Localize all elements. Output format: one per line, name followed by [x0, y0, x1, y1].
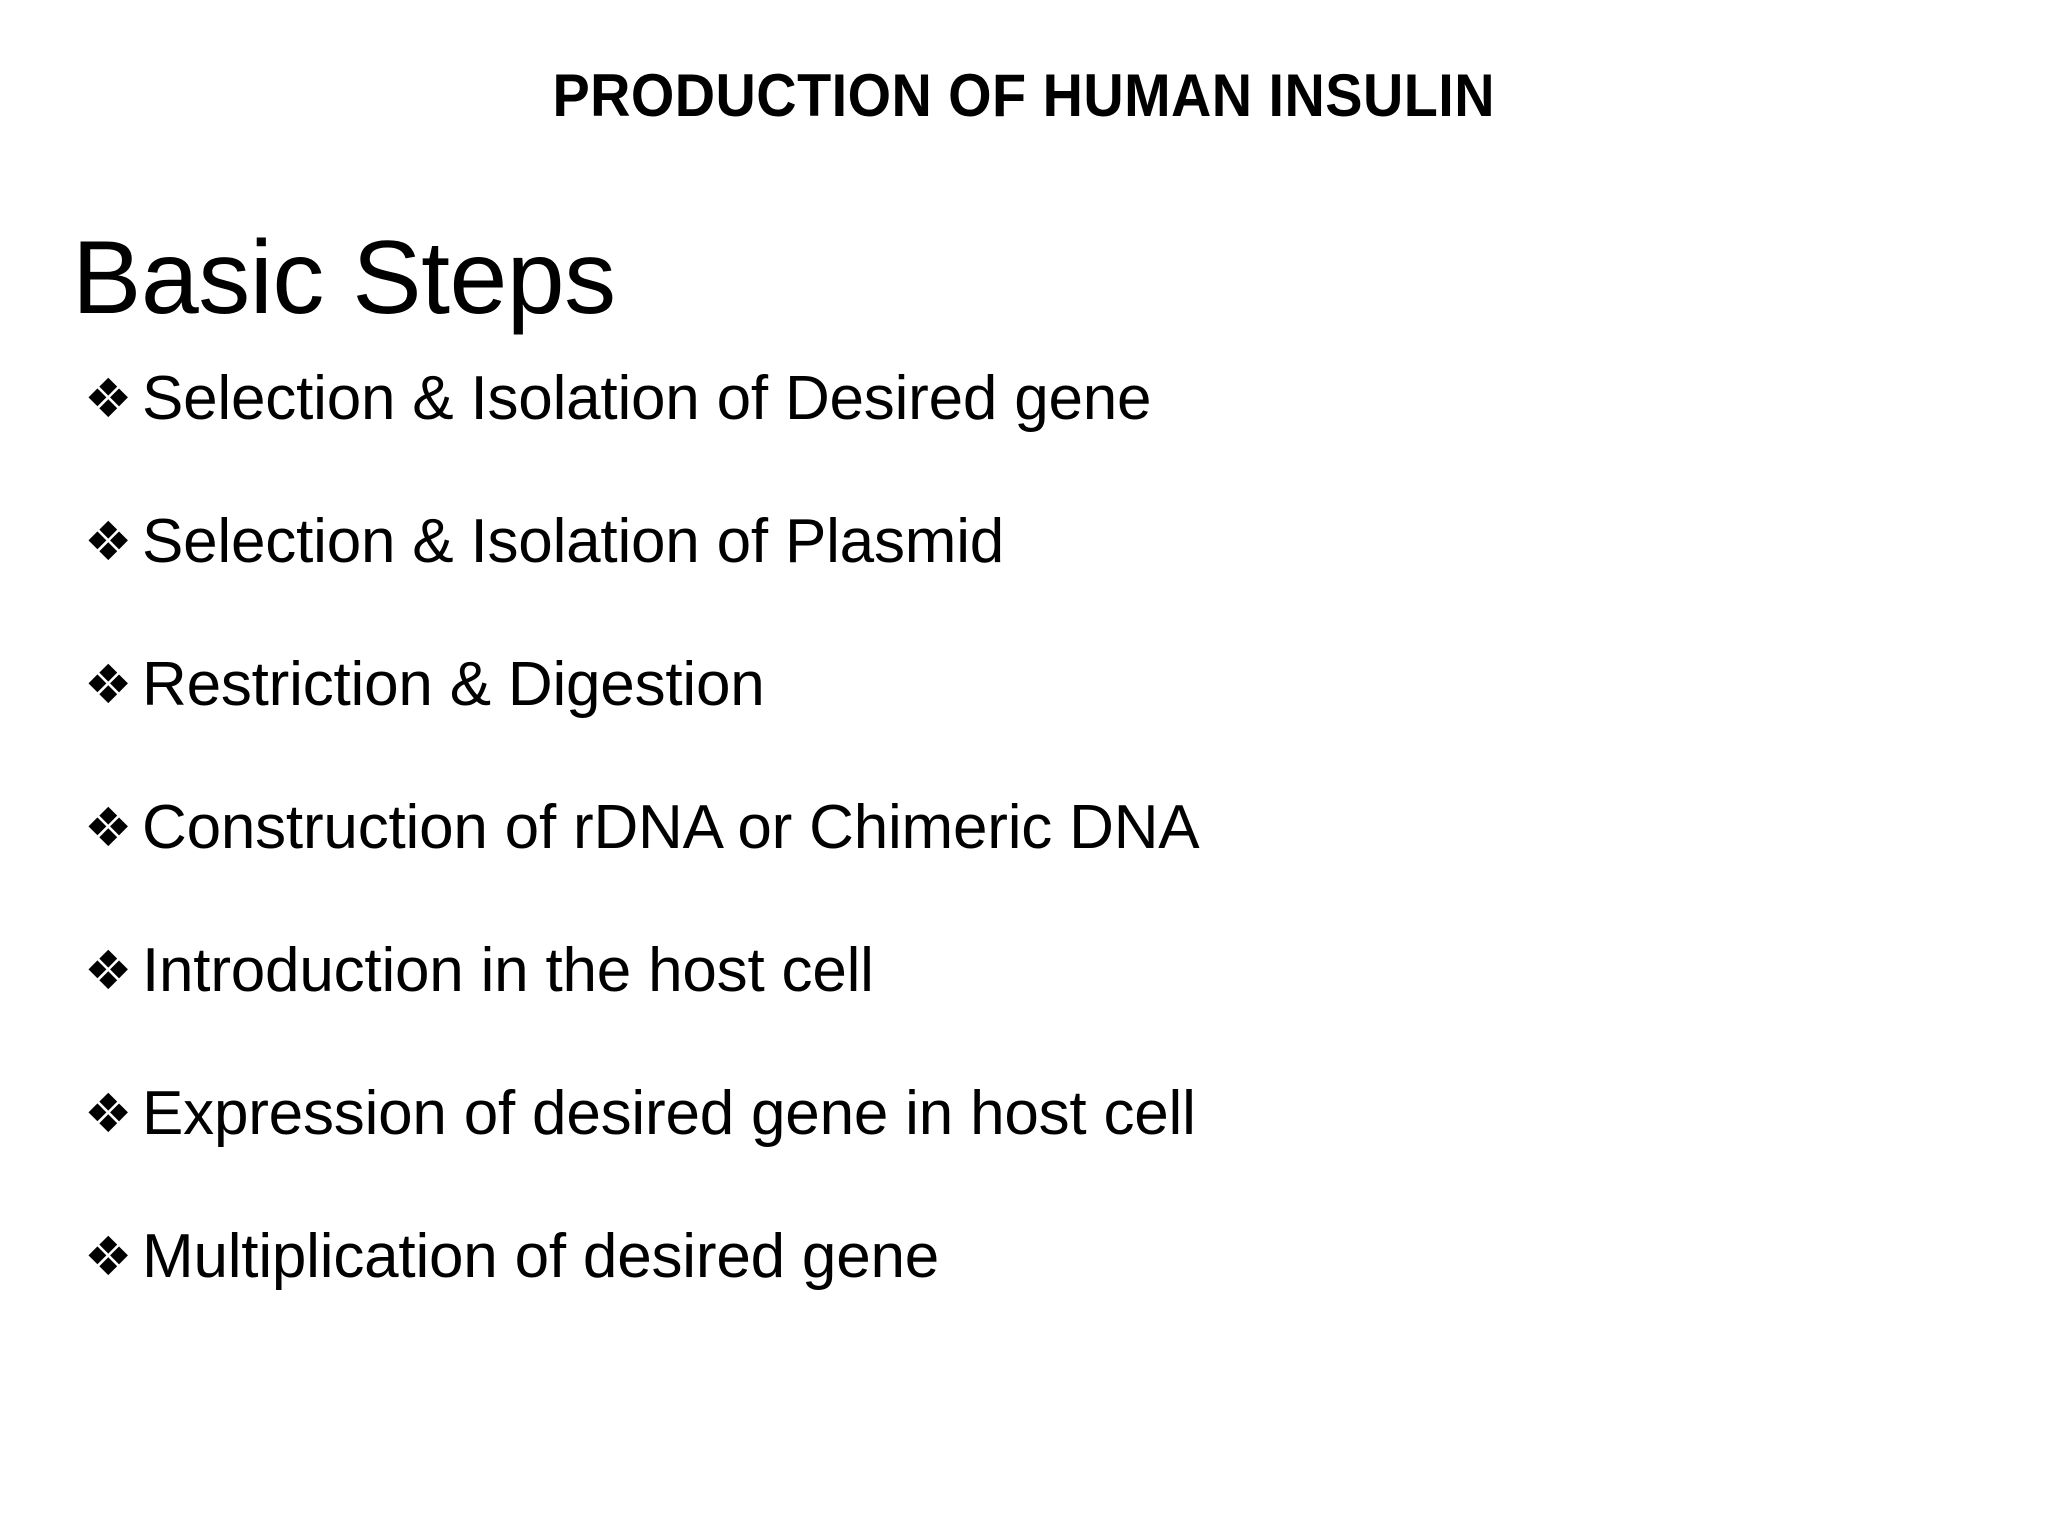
- diamond-cluster-bullet-icon: ❖: [84, 1082, 133, 1145]
- list-item: ❖ Expression of desired gene in host cel…: [72, 1071, 1972, 1214]
- list-item-label: Construction of rDNA or Chimeric DNA: [142, 793, 1200, 862]
- diamond-cluster-bullet-icon: ❖: [84, 653, 133, 716]
- section-heading: Basic Steps: [72, 220, 616, 336]
- list-item: ❖ Selection & Isolation of Plasmid: [72, 499, 1972, 642]
- list-item: ❖ Multiplication of desired gene: [72, 1214, 1972, 1357]
- diamond-cluster-bullet-icon: ❖: [84, 510, 133, 573]
- diamond-cluster-bullet-icon: ❖: [84, 367, 133, 430]
- list-item-label: Restriction & Digestion: [142, 650, 765, 719]
- list-item: ❖ Introduction in the host cell: [72, 928, 1972, 1071]
- list-item-label: Selection & Isolation of Desired gene: [142, 364, 1152, 433]
- basic-steps-list: ❖ Selection & Isolation of Desired gene …: [72, 356, 1972, 1357]
- diamond-cluster-bullet-icon: ❖: [84, 1225, 133, 1288]
- slide-title-text: PRODUCTION OF HUMAN INSULIN: [552, 62, 1496, 129]
- list-item-label: Introduction in the host cell: [142, 936, 874, 1005]
- slide-body: Basic Steps ❖ Selection & Isolation of D…: [72, 222, 1972, 1357]
- diamond-cluster-bullet-icon: ❖: [84, 939, 133, 1002]
- list-item: ❖ Selection & Isolation of Desired gene: [72, 356, 1972, 499]
- diamond-cluster-bullet-icon: ❖: [84, 796, 133, 859]
- list-item: ❖ Restriction & Digestion: [72, 642, 1972, 785]
- list-item: ❖ Construction of rDNA or Chimeric DNA: [72, 785, 1972, 928]
- list-item-label: Expression of desired gene in host cell: [142, 1079, 1196, 1148]
- slide-title: PRODUCTION OF HUMAN INSULIN: [0, 62, 2048, 130]
- list-item-label: Multiplication of desired gene: [142, 1222, 940, 1291]
- list-item-label: Selection & Isolation of Plasmid: [142, 507, 1005, 576]
